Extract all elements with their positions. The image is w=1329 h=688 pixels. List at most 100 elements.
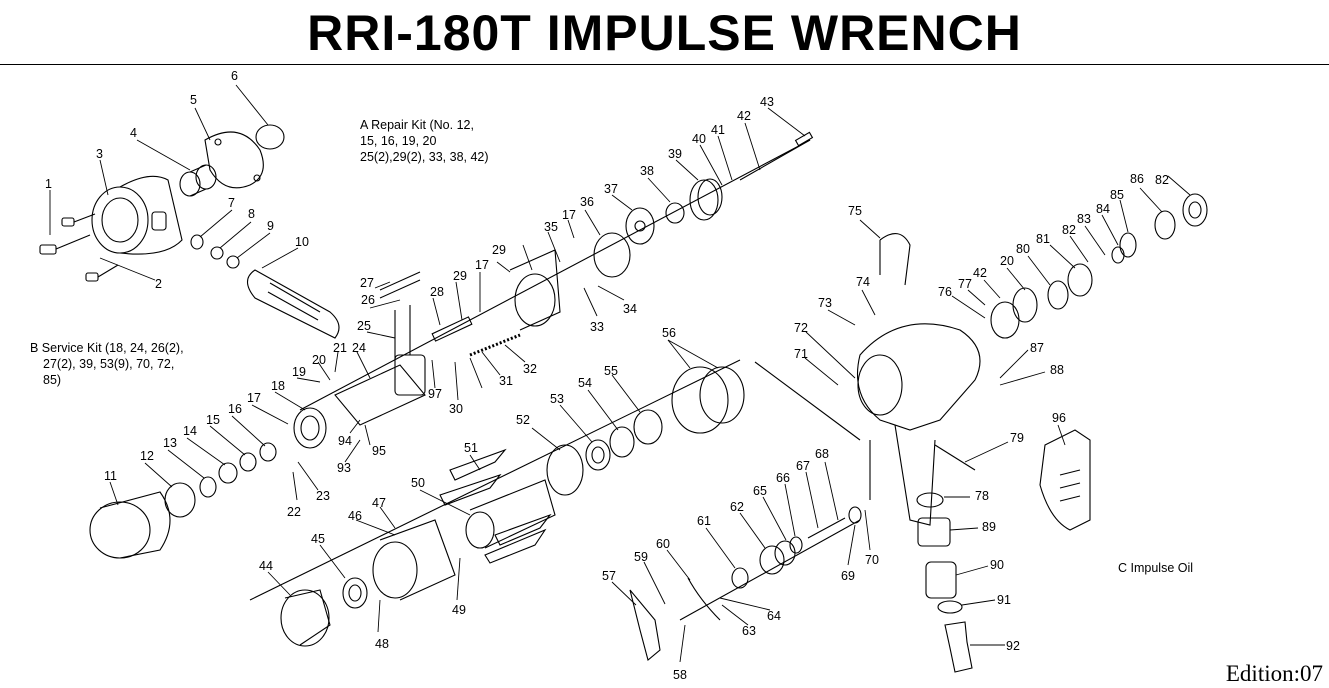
part-callout-55: 55: [604, 364, 618, 378]
part-80-81-rearcap: [990, 287, 1038, 339]
part-88-cap: [1182, 193, 1208, 227]
part-59-trigger: [629, 589, 661, 661]
part-callout-42: 42: [737, 109, 751, 123]
part-callout-20: 20: [1000, 254, 1014, 268]
part-1-bolts: [39, 213, 119, 282]
part-49-cylinder: [372, 519, 456, 601]
part-callout-69: 69: [841, 569, 855, 583]
part-callout-46: 46: [348, 509, 362, 523]
part-callout-67: 67: [796, 459, 810, 473]
part-77-hanger: [879, 233, 911, 286]
part-25-27-pins: [379, 271, 421, 360]
part-18-anvil-collar: [293, 407, 327, 449]
part-53-vanes: [439, 448, 552, 564]
impulse-oil-note: C Impulse Oil: [1118, 561, 1194, 575]
part-callout-95: 95: [372, 444, 386, 458]
part-callout-50: 50: [411, 476, 425, 490]
part-callout-38: 38: [640, 164, 654, 178]
part-callout-86: 86: [1130, 172, 1144, 186]
part-38-oring: [593, 232, 631, 278]
part-63-valve: [731, 567, 749, 589]
part-callout-35: 35: [544, 220, 558, 234]
part-callout-56: 56: [662, 326, 676, 340]
part-callout-21: 21: [333, 341, 347, 355]
part-90-ring: [916, 492, 944, 508]
part-callout-83: 83: [1077, 212, 1091, 226]
part-callout-37: 37: [604, 182, 618, 196]
part-11-socket: [89, 491, 171, 559]
part-86-valve: [1111, 246, 1125, 264]
part-callout-5: 5: [190, 93, 197, 107]
part-callout-85: 85: [1110, 188, 1124, 202]
part-callout-74: 74: [856, 275, 870, 289]
part-callout-81: 81: [1036, 232, 1050, 246]
part-callout-59: 59: [634, 550, 648, 564]
part-5-gasket: [204, 131, 264, 189]
part-10-handle-grip: [246, 269, 340, 339]
part-callout-87: 87: [1030, 341, 1044, 355]
part-callout-77: 77: [958, 277, 972, 291]
part-callout-43: 43: [760, 95, 774, 109]
part-56-ring: [609, 426, 635, 458]
part-callout-94: 94: [338, 434, 352, 448]
part-24-anvil: [334, 354, 426, 426]
part-4-bushing: [179, 164, 217, 197]
part-93-ring: [937, 600, 963, 614]
part-3-front-housing: [91, 175, 183, 255]
repair-kit-note: A Repair Kit (No. 12, 15, 16, 19, 20 25(…: [360, 118, 489, 164]
part-callout-89: 89: [982, 520, 996, 534]
part-callout-3: 3: [96, 147, 103, 161]
part-callout-27: 27: [360, 276, 374, 290]
part-callout-70: 70: [865, 553, 879, 567]
part-callout-29: 29: [453, 269, 467, 283]
part-callout-31: 31: [499, 374, 513, 388]
part-callout-76: 76: [938, 285, 952, 299]
part-58-orings: [671, 366, 745, 434]
part-callout-80: 80: [1016, 242, 1030, 256]
part-callout-25: 25: [357, 319, 371, 333]
part-47-bearing: [342, 577, 368, 609]
part-callout-28: 28: [430, 285, 444, 299]
part-87-ring: [1154, 210, 1176, 240]
part-callout-40: 40: [692, 132, 706, 146]
part-callout-1: 1: [45, 177, 52, 191]
part-callout-44: 44: [259, 559, 273, 573]
part-callout-4: 4: [130, 126, 137, 140]
part-83-reverse-ring: [1067, 263, 1093, 297]
part-41-cap: [689, 178, 723, 221]
part-callout-48: 48: [375, 637, 389, 651]
part-callout-19: 19: [292, 365, 306, 379]
part-91-bushing: [917, 517, 951, 547]
part-98-grip: [1039, 429, 1091, 531]
part-callout-29: 29: [492, 243, 506, 257]
part-callout-10: 10: [295, 235, 309, 249]
part-callout-11: 11: [104, 469, 117, 483]
part-callout-23: 23: [316, 489, 330, 503]
part-62-lever: [687, 577, 721, 621]
part-callout-88: 88: [1050, 363, 1064, 377]
part-callout-65: 65: [753, 484, 767, 498]
part-callout-22: 22: [287, 505, 301, 519]
part-callout-6: 6: [231, 69, 238, 83]
part-callout-33: 33: [590, 320, 604, 334]
part-callout-36: 36: [580, 195, 594, 209]
part-callout-13: 13: [163, 436, 177, 450]
part-30-cylinder: [509, 249, 561, 331]
part-74-housing: [856, 323, 981, 526]
part-28-shaft: [431, 316, 473, 342]
part-34-spring: [469, 333, 521, 357]
part-callout-64: 64: [767, 609, 781, 623]
part-71-spring: [848, 506, 862, 524]
part-callout-53: 53: [550, 392, 564, 406]
part-callout-58: 58: [673, 668, 687, 682]
part-callout-45: 45: [311, 532, 325, 546]
part-callout-61: 61: [697, 514, 711, 528]
part-callout-84: 84: [1096, 202, 1110, 216]
service-kit-note: B Service Kit (18, 24, 26(2), 27(2), 39,…: [30, 341, 184, 387]
title-divider: [0, 64, 1329, 65]
part-callout-96: 96: [1052, 411, 1066, 425]
part-callout-41: 41: [711, 123, 725, 137]
part-54-rearplate: [546, 444, 584, 496]
part-callout-15: 15: [206, 413, 220, 427]
part-callout-92: 92: [1006, 639, 1020, 653]
